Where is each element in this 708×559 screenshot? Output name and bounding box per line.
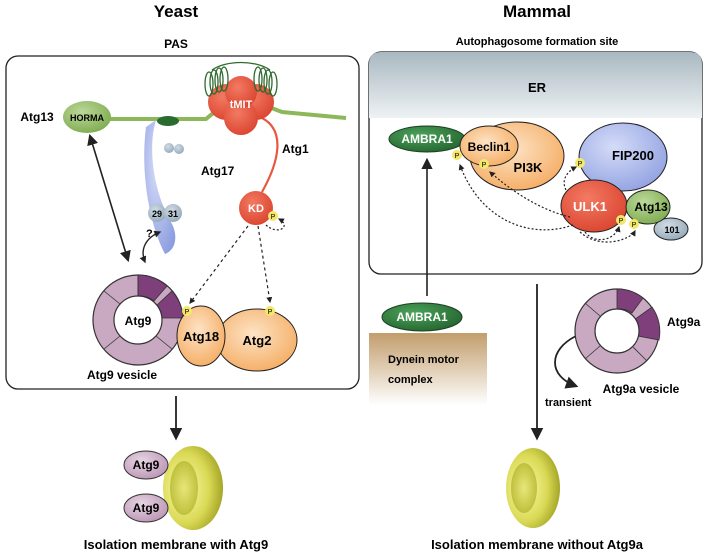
atg13-label: Atg13 bbox=[20, 110, 54, 124]
ulk1-beclin1-arrow bbox=[489, 171, 571, 218]
atg31-circle bbox=[164, 204, 182, 222]
atg9-vesicle-label: Atg9 vesicle bbox=[87, 368, 157, 382]
atg13-mammal-label: Atg13 bbox=[634, 200, 668, 214]
atg29-atg9-arrow bbox=[139, 230, 162, 264]
beclin1-protein bbox=[459, 125, 519, 167]
atg9-label: Atg9 bbox=[125, 314, 152, 328]
atg1-linker bbox=[261, 117, 279, 193]
kd-domain bbox=[239, 191, 273, 225]
ulk1-label: ULK1 bbox=[573, 199, 607, 214]
horma-label: HORMA bbox=[70, 113, 104, 123]
yeast-isolation-membrane bbox=[163, 446, 223, 530]
beclin1-phospho-label: P bbox=[482, 162, 487, 169]
atg101-label: 101 bbox=[664, 225, 679, 235]
er-label: ER bbox=[528, 80, 547, 95]
atg2-phospho-badge bbox=[265, 306, 275, 316]
atg2-phospho-label: P bbox=[268, 309, 273, 316]
mammal-caption: Isolation membrane without Atg9a bbox=[431, 537, 644, 552]
atg18-phospho-badge bbox=[182, 306, 192, 316]
atg1-label: Atg1 bbox=[282, 142, 309, 156]
atg9-bottom-b bbox=[123, 493, 169, 523]
atg101-protein bbox=[653, 217, 689, 241]
atg13-phospho-badge bbox=[629, 219, 639, 229]
mammal-heading: Mammal bbox=[503, 2, 571, 21]
ulk1-phospho-badge bbox=[616, 215, 626, 225]
ambra1-phospho-badge bbox=[452, 150, 462, 160]
atg18-protein bbox=[176, 305, 226, 367]
transient-label: transient bbox=[545, 397, 592, 409]
kd-atg2-arrow bbox=[257, 225, 273, 304]
beclin1-label: Beclin1 bbox=[468, 140, 511, 154]
atg9-bottom-a-label: Atg9 bbox=[133, 458, 160, 472]
coil-helices bbox=[204, 66, 278, 97]
atg9-bottom-a bbox=[123, 450, 169, 480]
pi3k-label: PI3K bbox=[514, 160, 544, 175]
ambra1-phospho-label: P bbox=[455, 153, 460, 160]
kd-atg18-arrow bbox=[189, 225, 249, 304]
dynein-label-line2: complex bbox=[388, 374, 434, 386]
beclin1-phospho-badge bbox=[479, 159, 489, 169]
atg17-anchor bbox=[157, 116, 179, 126]
atg31-label: 31 bbox=[168, 209, 178, 219]
kd-phospho-badge bbox=[268, 211, 278, 221]
tmit-domain bbox=[208, 76, 274, 135]
fip200-protein bbox=[578, 122, 668, 192]
dynein-complex bbox=[369, 333, 487, 405]
atg17-label: Atg17 bbox=[201, 164, 235, 178]
tmit-label: tMIT bbox=[230, 99, 253, 111]
fip200-label: FIP200 bbox=[612, 148, 654, 163]
atg18-phospho-label: P bbox=[185, 309, 190, 316]
mammal-isolation-membrane bbox=[506, 448, 560, 528]
atg2-label: Atg2 bbox=[243, 333, 272, 348]
atg13-atg9-arrow bbox=[87, 133, 131, 263]
horma-domain bbox=[63, 101, 111, 133]
atg9-bottom-b-label: Atg9 bbox=[133, 501, 160, 515]
yeast-caption: Isolation membrane with Atg9 bbox=[84, 537, 268, 552]
kd-phospho-label: P bbox=[271, 214, 276, 221]
dynein-label-line1: Dynein motor bbox=[388, 354, 460, 366]
fip200-phospho-label: P bbox=[578, 161, 583, 168]
kd-label: KD bbox=[248, 203, 264, 215]
ambra1-lower bbox=[381, 302, 463, 332]
atg17-small-subunit-a bbox=[164, 143, 174, 153]
ulk1-phospho-label: P bbox=[619, 218, 624, 225]
atg17-shape bbox=[144, 120, 176, 254]
pas-title: PAS bbox=[164, 37, 188, 51]
ulk1-atg13-arrow bbox=[579, 229, 636, 243]
er-region bbox=[369, 52, 702, 118]
ambra1-top-label: AMBRA1 bbox=[401, 132, 453, 146]
atg9a-vesicle-label: Atg9a vesicle bbox=[603, 382, 680, 396]
atg9a-vesicle bbox=[574, 288, 661, 374]
atg13-phospho-label: P bbox=[632, 222, 637, 229]
ulk1-auto-arrow bbox=[584, 225, 621, 241]
atg13-mammal-protein bbox=[625, 189, 671, 225]
atg18-label: Atg18 bbox=[183, 329, 219, 344]
question-mark: ? bbox=[146, 228, 153, 240]
ambra1-lower-label: AMBRA1 bbox=[396, 310, 448, 324]
atg29-label: 29 bbox=[152, 209, 162, 219]
afs-title: Autophagosome formation site bbox=[456, 36, 619, 48]
atg29-circle bbox=[148, 204, 166, 222]
atg9a-label: Atg9a bbox=[667, 315, 701, 329]
atg9-vesicle bbox=[92, 274, 184, 366]
atg17-small-subunit-b bbox=[174, 144, 184, 154]
transient-arrow bbox=[554, 335, 579, 389]
yeast-heading: Yeast bbox=[154, 2, 199, 21]
kd-autophospho-arrow bbox=[265, 218, 285, 231]
fip200-phospho-badge bbox=[575, 158, 585, 168]
